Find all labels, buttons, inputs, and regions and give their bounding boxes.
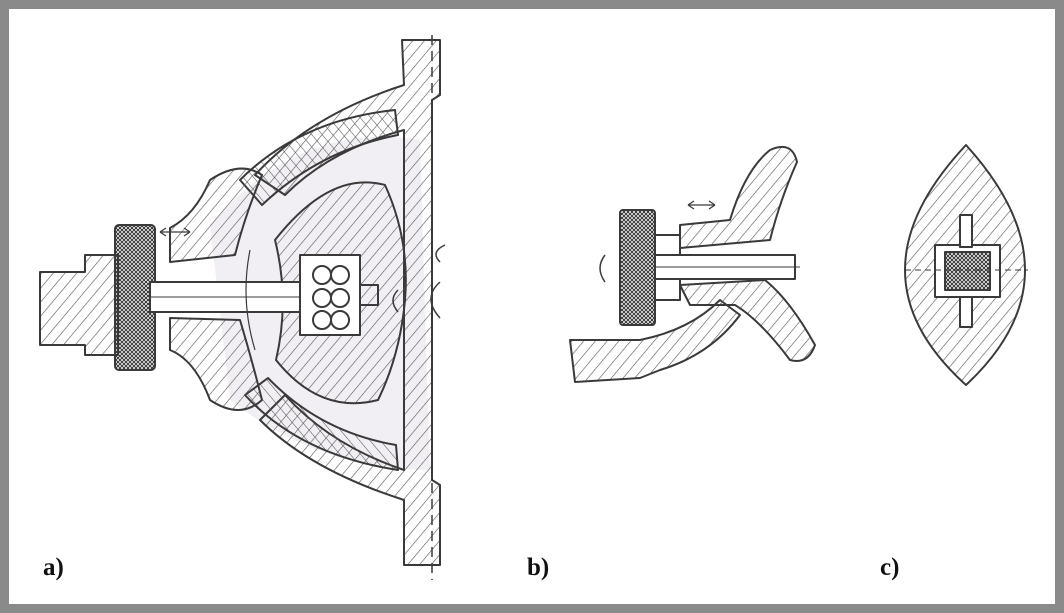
- curved-arrow-icon: [245, 249, 256, 351]
- rotation-arrow-icon-b: [599, 254, 606, 283]
- base-block: [39, 254, 119, 356]
- bearing-body: [169, 167, 263, 263]
- rotation-arrow-icon: [392, 289, 399, 313]
- rotation-arrow-icon-2: [430, 281, 441, 319]
- arm-lower: [679, 279, 816, 362]
- pin-top: [959, 214, 973, 248]
- panel-b-drawing: [569, 146, 816, 383]
- pin-bottom: [959, 296, 973, 328]
- panel-c-drawing: [904, 144, 1028, 386]
- panel-label-c: c): [880, 554, 900, 581]
- panel-label-a: a): [43, 554, 64, 581]
- curved-shell-lower: [244, 377, 399, 471]
- double-arrow-icon: [159, 227, 191, 237]
- curved-shell: [239, 109, 399, 206]
- panel-label-b: b): [527, 554, 550, 581]
- panel-a-drawing: [39, 35, 446, 580]
- rotation-arrow-icon-3: [435, 244, 446, 263]
- arm-upper: [679, 146, 798, 249]
- base-plate: [569, 299, 741, 383]
- double-arrow-icon-b: [687, 200, 716, 210]
- knurled-knob-b: [619, 209, 656, 326]
- bearing-body-lower: [169, 317, 263, 411]
